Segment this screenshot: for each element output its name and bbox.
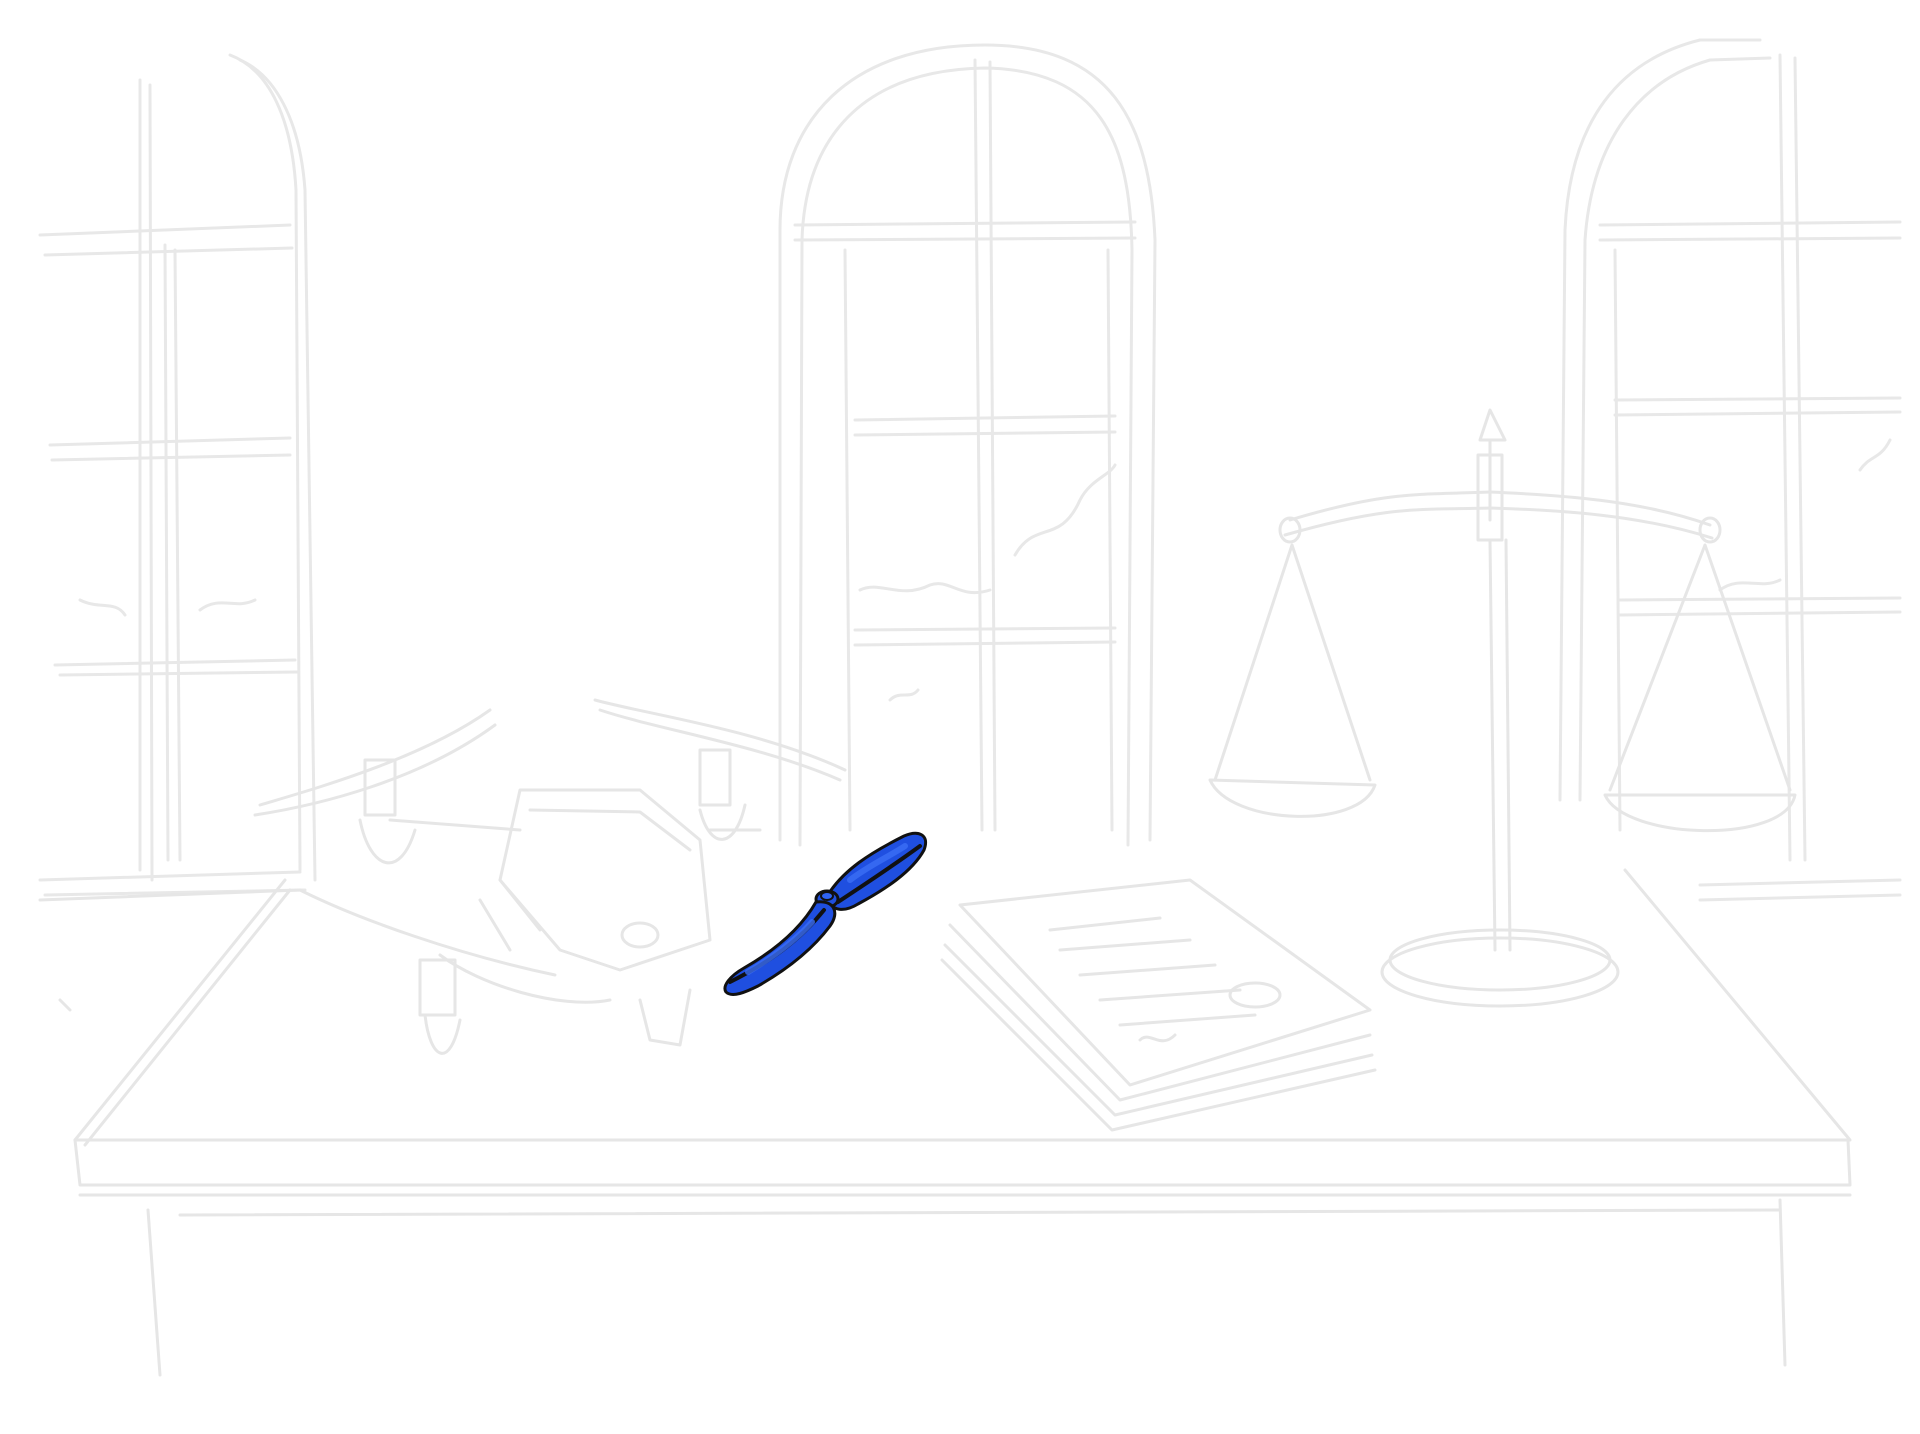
document-stack — [940, 878, 1377, 1132]
propeller-blade-upper — [824, 831, 927, 911]
propeller-blade-upper-highlight — [847, 843, 908, 883]
window-center — [778, 43, 1157, 847]
propeller-blade-lower-highlight — [745, 919, 815, 975]
window-right — [1558, 38, 1902, 902]
scales-of-justice — [1208, 408, 1797, 1008]
propeller-blade-upper-edge — [836, 844, 922, 904]
table-sketch — [38, 868, 1852, 1377]
propeller — [723, 831, 927, 996]
drone-sketch — [253, 698, 847, 1055]
propeller-hub-top — [820, 891, 834, 901]
